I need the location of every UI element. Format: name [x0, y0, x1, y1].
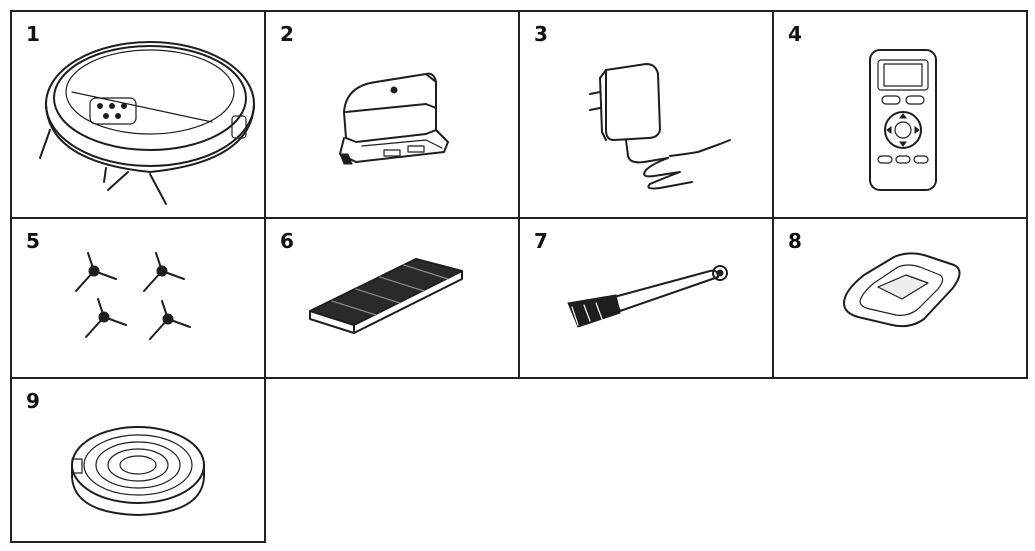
part-cell-9: 9 — [10, 377, 266, 543]
part-number: 7 — [534, 229, 548, 253]
part-number: 1 — [26, 22, 40, 46]
cleaning-brush-icon — [567, 265, 728, 328]
magnetic-strip-icon — [71, 426, 205, 516]
part-number: 4 — [788, 22, 802, 46]
battery-icon — [843, 252, 961, 328]
charging-dock-icon — [339, 72, 449, 165]
part-number: 3 — [534, 22, 548, 46]
part-cell-7: 7 — [518, 217, 774, 379]
remote-control-icon — [869, 49, 937, 191]
part-cell-8: 8 — [772, 217, 1028, 379]
part-cell-2: 2 — [264, 10, 520, 219]
robot-vacuum-icon — [39, 41, 255, 205]
part-number: 6 — [280, 229, 294, 253]
power-adapter-icon — [589, 63, 731, 190]
part-cell-1: 1 — [10, 10, 266, 219]
part-cell-6: 6 — [264, 217, 520, 379]
hepa-filter-icon — [309, 258, 463, 334]
part-number: 9 — [26, 389, 40, 413]
part-cell-5: 5 — [10, 217, 266, 379]
part-cell-4: 4 — [772, 10, 1028, 219]
part-number: 5 — [26, 229, 40, 253]
part-number: 2 — [280, 22, 294, 46]
part-cell-3: 3 — [518, 10, 774, 219]
side-brushes-icon — [75, 252, 191, 340]
part-number: 8 — [788, 229, 802, 253]
